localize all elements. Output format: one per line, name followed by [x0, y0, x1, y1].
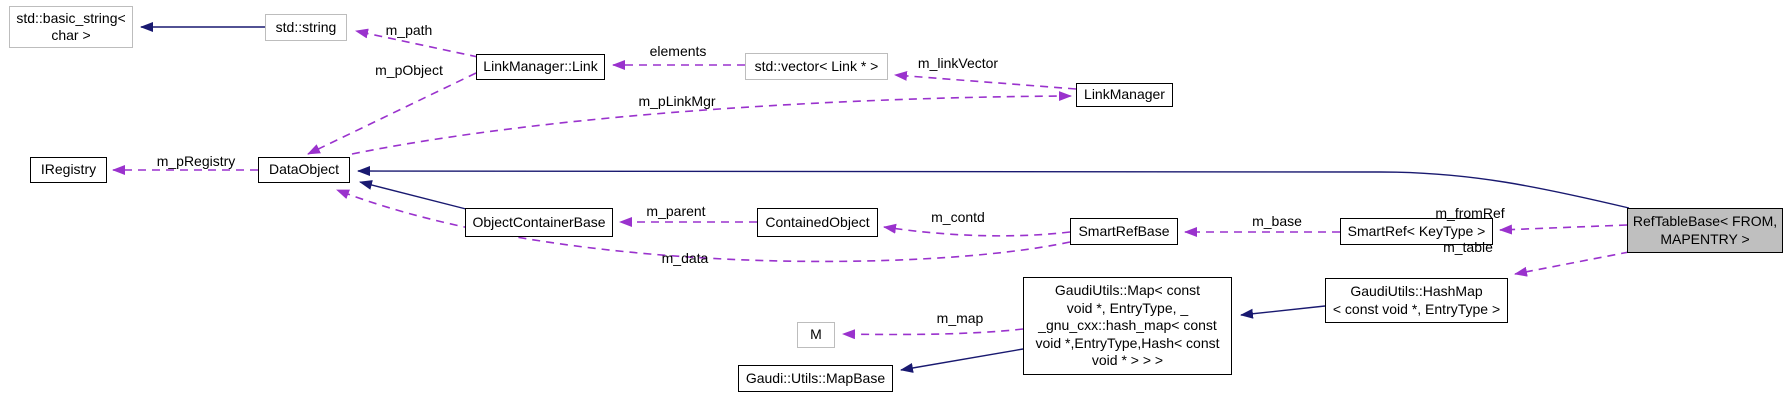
edge-label-m-plinkmgr: m_pLinkMgr [638, 93, 716, 109]
edge-m-pobject [307, 72, 477, 155]
node-iregistry[interactable]: IRegistry [30, 157, 107, 183]
edge-label-m-parent: m_parent [646, 203, 706, 219]
edge-label-m-path: m_path [385, 22, 433, 38]
node-smartrefbase[interactable]: SmartRefBase [1070, 218, 1178, 245]
edge-label-m-pobject: m_pObject [375, 62, 443, 78]
node-containedobject[interactable]: ContainedObject [757, 208, 878, 237]
edge-label-m-pregistry: m_pRegistry [156, 153, 236, 169]
node-m-template-param: M [797, 322, 835, 348]
edge-m-fromref [1499, 224, 1628, 235]
edge-m-map [842, 328, 1024, 340]
edge-m-data [336, 189, 1071, 263]
node-dataobject[interactable]: DataObject [258, 157, 350, 183]
node-linkmanager-link[interactable]: LinkManager::Link [476, 54, 605, 80]
edge-label-m-table: m_table [1443, 239, 1493, 255]
edge-m-linkvector [894, 70, 1077, 90]
edge-m-contd [883, 223, 1071, 237]
edge-label-elements: elements [649, 43, 707, 59]
edge-objectcontainerbase-inherits-dataobject [359, 180, 467, 210]
node-gaudiutils-map[interactable]: GaudiUtils::Map< const void *, EntryType… [1023, 277, 1232, 375]
node-std-vector-link: std::vector< Link * > [745, 53, 888, 80]
node-linkmanager[interactable]: LinkManager [1076, 83, 1173, 107]
node-smartref-keytype[interactable]: SmartRef< KeyType > [1340, 218, 1493, 245]
edge-label-m-linkvector: m_linkVector [917, 55, 999, 71]
edge-m-path [355, 28, 479, 58]
edge-label-m-data: m_data [661, 250, 709, 266]
edge-label-m-fromref: m_fromRef [1435, 205, 1505, 221]
edge-m-table [1514, 251, 1630, 277]
edge-hashmap-inherits-map [1240, 305, 1326, 319]
node-gaudiutils-hashmap[interactable]: GaudiUtils::HashMap < const void *, Entr… [1325, 278, 1508, 323]
edge-label-m-map: m_map [936, 310, 984, 326]
edge-label-m-base: m_base [1252, 213, 1302, 229]
node-reftablebase-current: RefTableBase< FROM, MAPENTRY > [1627, 208, 1783, 253]
edge-reftablebase-inherits-dataobject [357, 166, 1630, 209]
node-gaudi-utils-mapbase[interactable]: Gaudi::Utils::MapBase [738, 365, 893, 392]
edge-map-inherits-mapbase [900, 348, 1024, 373]
node-std-basic-string: std::basic_string< char > [9, 6, 133, 48]
edge-label-m-contd: m_contd [931, 209, 985, 225]
node-std-string: std::string [265, 14, 347, 41]
node-objectcontainerbase[interactable]: ObjectContainerBase [465, 208, 613, 237]
